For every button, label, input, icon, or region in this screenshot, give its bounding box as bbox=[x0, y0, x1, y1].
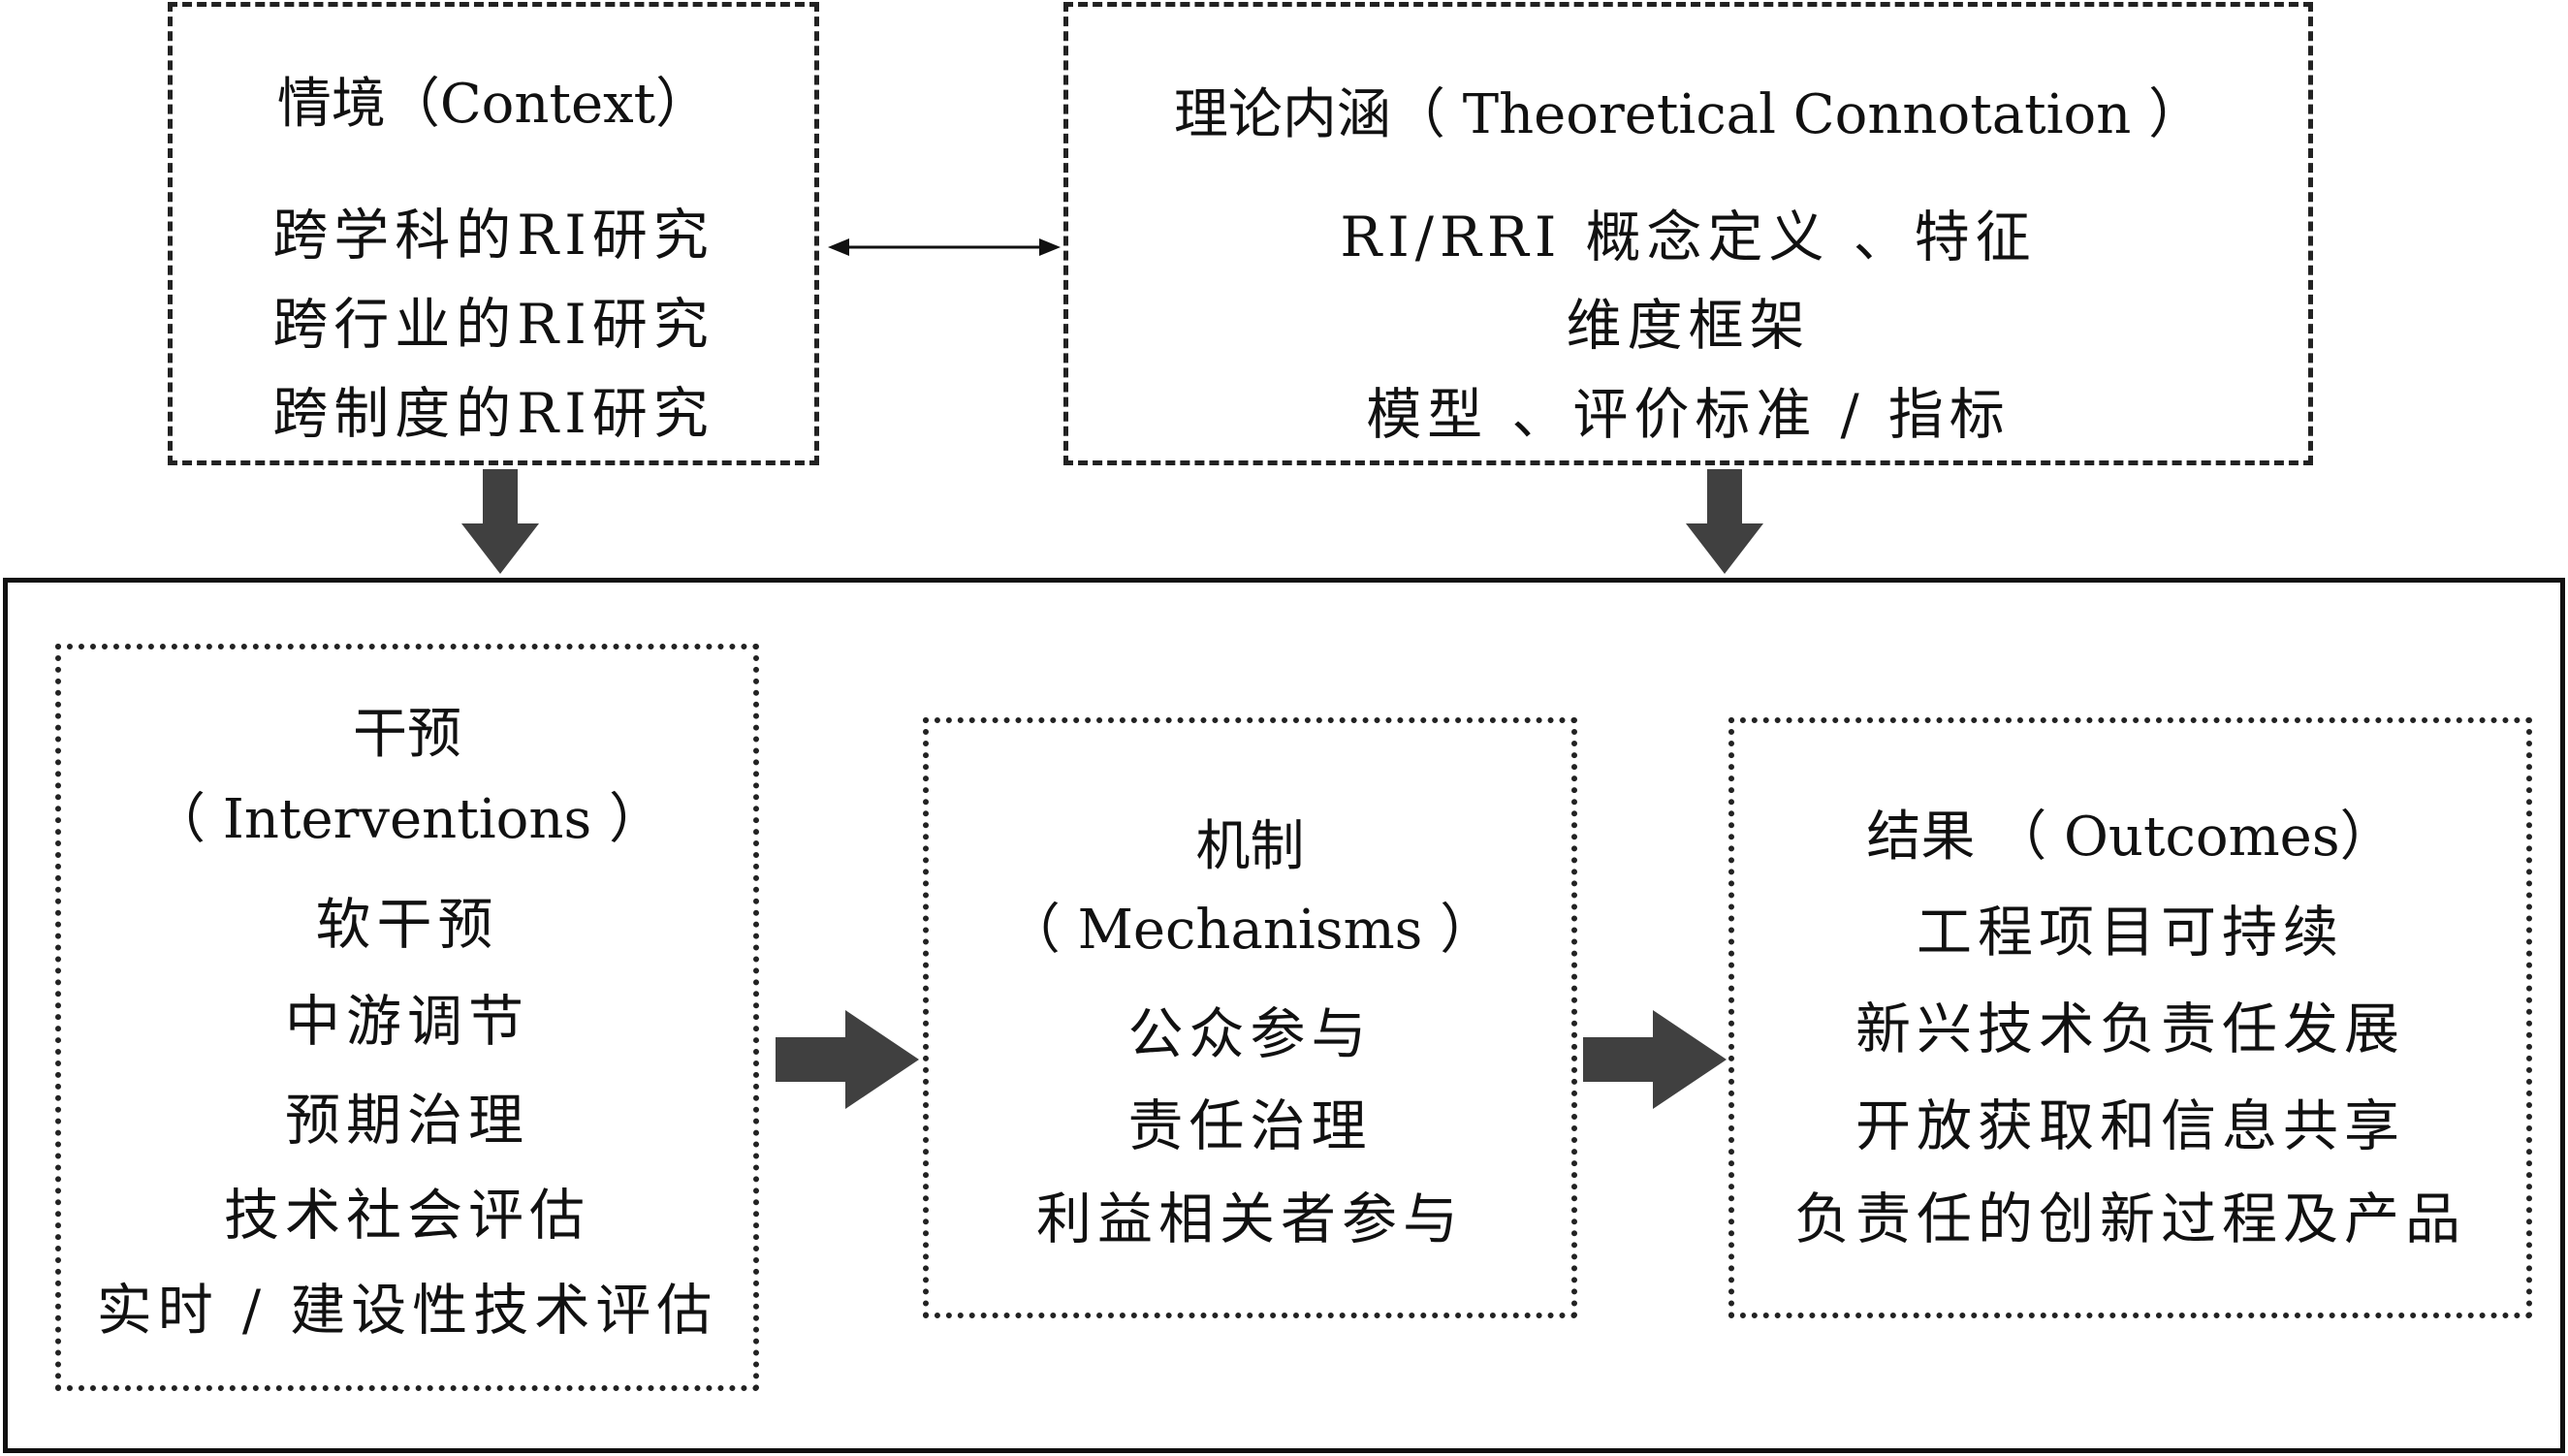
bidirectional-arrow bbox=[828, 238, 1061, 256]
theory-item: 维度框架 bbox=[1566, 294, 1811, 358]
outcomes-item: 工程项目可持续 bbox=[1917, 901, 2344, 965]
right-arrow-icon bbox=[776, 1010, 919, 1109]
outcomes-item: 负责任的创新过程及产品 bbox=[1794, 1187, 2466, 1251]
mechanisms-item: 责任治理 bbox=[1127, 1094, 1373, 1158]
context-title: 情境（Context） bbox=[276, 73, 711, 136]
interventions-item: 中游调节 bbox=[285, 990, 529, 1054]
interventions-item: 技术社会评估 bbox=[224, 1184, 590, 1248]
outcomes-item: 开放获取和信息共享 bbox=[1855, 1094, 2405, 1158]
mechanisms-box: 机制 （ Mechanisms ） 公众参与 责任治理 利益相关者参与 bbox=[923, 717, 1577, 1318]
interventions-subtitle: （ Interventions ） bbox=[151, 788, 663, 851]
interventions-title: 干预 bbox=[353, 703, 461, 766]
theory-box: 理论内涵（ Theoretical Connotation ） RI/RRI 概… bbox=[1063, 2, 2313, 465]
theory-title: 理论内涵（ Theoretical Connotation ） bbox=[1173, 83, 2203, 146]
context-item: 跨行业的RI研究 bbox=[272, 293, 714, 357]
interventions-item: 软干预 bbox=[315, 893, 499, 957]
down-arrow-icon bbox=[461, 469, 539, 574]
outcomes-title: 结果 （ Outcomes） bbox=[1866, 806, 2394, 869]
outcomes-box: 结果 （ Outcomes） 工程项目可持续 新兴技术负责任发展 开放获取和信息… bbox=[1728, 717, 2532, 1318]
framework-container bbox=[3, 578, 2565, 1453]
right-arrow-icon bbox=[1583, 1010, 1727, 1109]
context-item: 跨制度的RI研究 bbox=[272, 382, 714, 446]
outcomes-item: 新兴技术负责任发展 bbox=[1855, 997, 2405, 1061]
interventions-item: 预期治理 bbox=[285, 1089, 529, 1153]
mechanisms-title: 机制 bbox=[1195, 815, 1305, 878]
theory-item: 模型 、评价标准 / 指标 bbox=[1366, 383, 2011, 447]
context-item: 跨学科的RI研究 bbox=[272, 204, 714, 268]
theory-item: RI/RRI 概念定义 、特征 bbox=[1340, 206, 2037, 269]
context-box: 情境（Context） 跨学科的RI研究 跨行业的RI研究 跨制度的RI研究 bbox=[168, 2, 819, 465]
interventions-box: 干预 （ Interventions ） 软干预 中游调节 预期治理 技术社会评… bbox=[55, 644, 759, 1391]
mechanisms-item: 公众参与 bbox=[1127, 1002, 1373, 1066]
mechanisms-item: 利益相关者参与 bbox=[1036, 1187, 1464, 1251]
down-arrow-icon bbox=[1686, 469, 1763, 574]
interventions-item: 实时 / 建设性技术评估 bbox=[96, 1279, 718, 1343]
mechanisms-subtitle: （ Mechanisms ） bbox=[1005, 899, 1495, 962]
